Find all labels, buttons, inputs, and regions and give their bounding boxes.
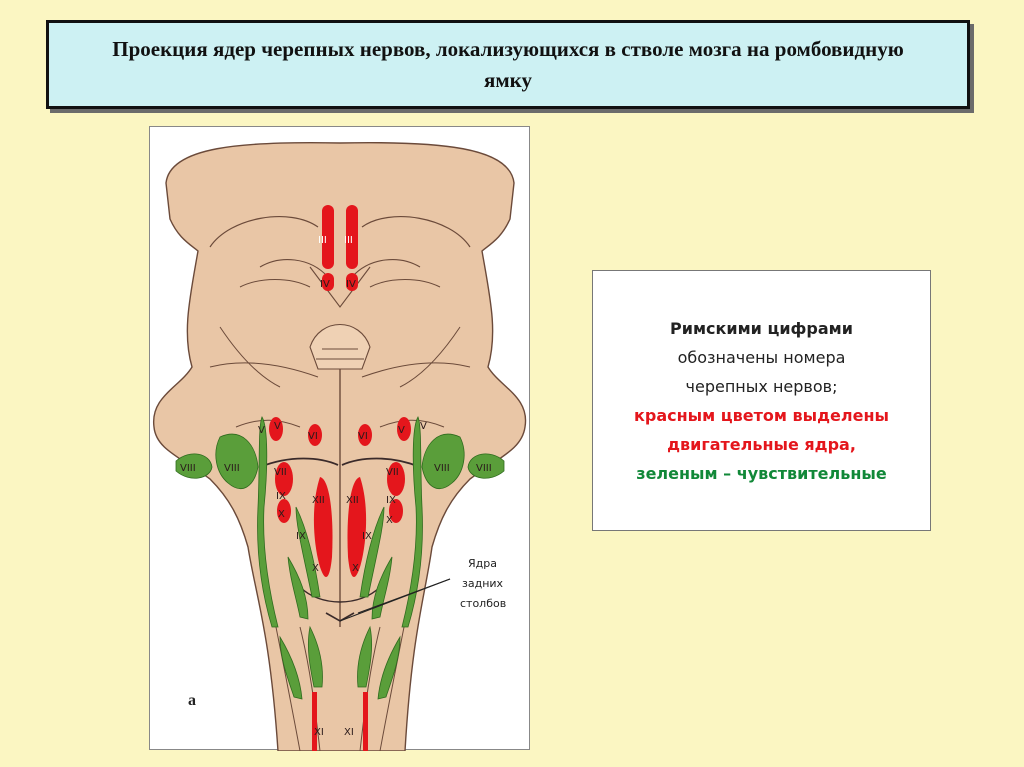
callout-line-1: Ядра <box>468 557 497 570</box>
motor-nuclei <box>269 205 411 751</box>
label-iv-left: IV <box>320 279 330 290</box>
label-v-left-motor: V <box>274 421 281 432</box>
label-xii-left: XII <box>312 495 325 506</box>
label-ix-left-lower: IX <box>296 531 306 542</box>
title-box: Проекция ядер черепных нервов, локализую… <box>46 20 970 109</box>
label-x-right-lower: X <box>352 563 359 574</box>
label-x-left-lower: X <box>312 563 319 574</box>
label-iii-left: III <box>318 235 327 246</box>
legend-box: Римскими цифрами обозначены номера череп… <box>592 270 931 531</box>
label-vii-left: VII <box>274 467 287 478</box>
callout-line-3: столбов <box>460 597 506 610</box>
legend-line-3: черепных нервов; <box>685 376 838 396</box>
label-iv-right: IV <box>346 279 356 290</box>
label-x-right-upper: X <box>386 515 393 526</box>
label-ix-left-upper: IX <box>276 491 286 502</box>
label-viii-far-left: VIII <box>180 463 196 474</box>
legend-line-1: Римскими цифрами <box>670 318 853 338</box>
rhomboid-fossa-diagram: III III IV IV V V V V VI VI VIII VIII VI… <box>153 141 527 751</box>
label-v-right-motor: V <box>398 425 405 436</box>
label-viii-right: VIII <box>434 463 450 474</box>
label-viii-far-right: VIII <box>476 463 492 474</box>
label-ix-right-upper: IX <box>386 495 396 506</box>
label-vii-right: VII <box>386 467 399 478</box>
label-xi-right: XI <box>344 727 354 738</box>
legend-line-4: красным цветом выделены <box>634 405 889 425</box>
label-ix-right-lower: IX <box>362 531 372 542</box>
label-v-left-sensory: V <box>258 425 265 436</box>
legend-line-6: зеленым – чувствительные <box>636 463 887 483</box>
label-iii-right: III <box>344 235 353 246</box>
label-xi-left: XI <box>314 727 324 738</box>
nerve-labels: III III IV IV V V V V VI VI VIII VIII VI… <box>180 235 492 738</box>
label-viii-left: VIII <box>224 463 240 474</box>
label-vi-left: VI <box>308 431 318 442</box>
label-v-right-sensory: V <box>420 421 427 432</box>
panel-letter: а <box>188 692 196 709</box>
sensory-nuclei <box>175 416 505 700</box>
slide-title: Проекция ядер черепных нервов, локализую… <box>112 36 904 92</box>
legend-line-2: обозначены номера <box>677 347 846 367</box>
brainstem-figure: III III IV IV V V V V VI VI VIII VIII VI… <box>149 126 530 751</box>
label-vi-right: VI <box>358 431 368 442</box>
label-xii-right: XII <box>346 495 359 506</box>
legend-line-5: двигательные ядра, <box>667 434 856 454</box>
callout-line-2: задних <box>462 577 504 590</box>
label-x-left-upper: X <box>278 509 285 520</box>
